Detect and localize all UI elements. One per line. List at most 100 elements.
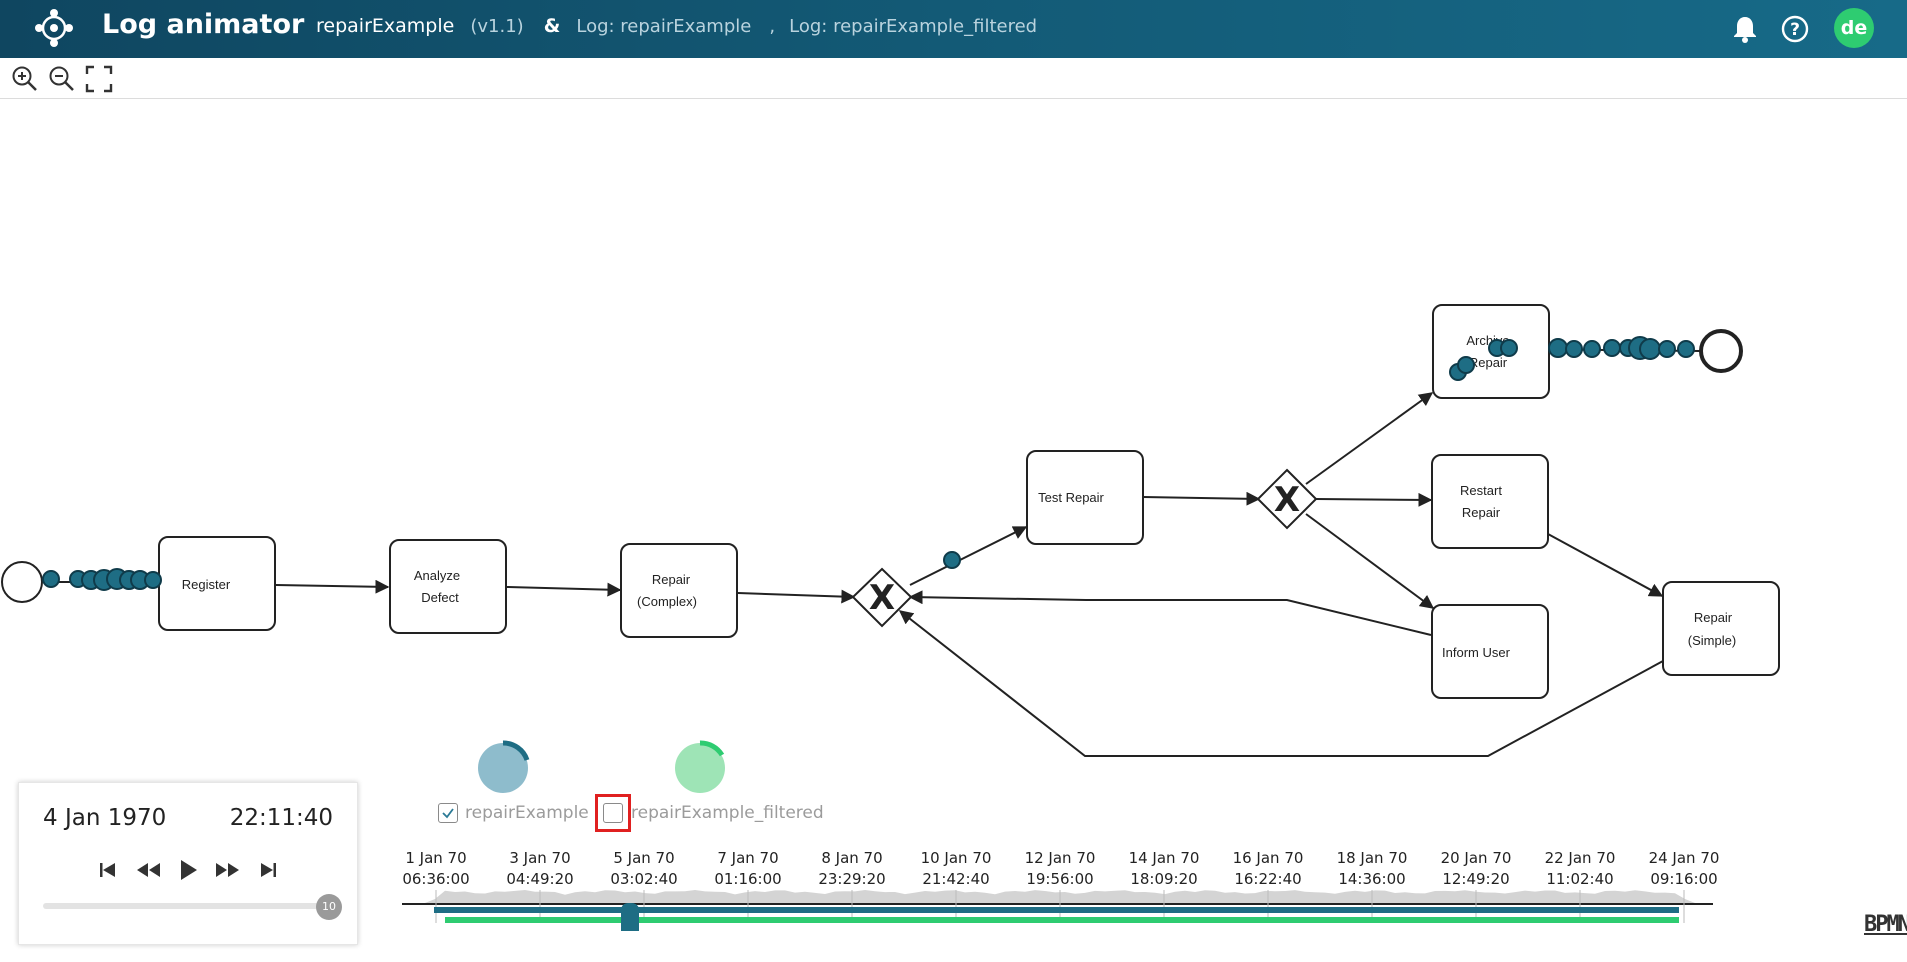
timeline-log-bar-repairexample-filtered (445, 917, 1679, 923)
app-header: Log animator repairExample (v1.1) & Log:… (0, 0, 1907, 58)
flow-inform-gateway1 (908, 590, 1432, 636)
log-label-repairexample: repairExample (465, 803, 589, 823)
task-label: Analyze (414, 568, 460, 583)
task-label: (Simple) (1688, 633, 1736, 648)
ampersand: & (543, 15, 561, 37)
flow-gateway1-testrepair (909, 526, 1028, 586)
flow-gateway2-inform (1305, 513, 1435, 609)
task-inform-user[interactable]: Inform User (1431, 604, 1549, 699)
log-progress-circle-2 (675, 740, 725, 793)
token (1457, 356, 1475, 374)
help-icon[interactable]: ? (1778, 12, 1812, 46)
timeline-tick-time: 04:49:20 (506, 870, 573, 888)
timeline-tick-time: 21:42:40 (922, 870, 989, 888)
flow-analyze-repaircomplex (506, 582, 622, 597)
current-date: 4 Jan 1970 (43, 805, 167, 831)
task-repair-complex[interactable]: Repair (Complex) (620, 543, 738, 638)
bpmn-diagram[interactable]: Register Analyze Defect Repair (Complex)… (0, 99, 1907, 769)
task-test-repair[interactable]: Test Repair (1026, 450, 1144, 545)
timeline-log-bar-repairexample (434, 907, 1679, 913)
log-separator: , (769, 16, 776, 37)
timeline-tick-time: 18:09:20 (1130, 870, 1197, 888)
task-restart-repair[interactable]: Restart Repair (1431, 454, 1549, 549)
task-label: Test Repair (1038, 490, 1104, 505)
timeline-tick-date: 24 Jan 70 (1649, 849, 1720, 867)
timeline-tick-date: 14 Jan 70 (1129, 849, 1200, 867)
gateway-symbol: X (1274, 480, 1300, 520)
token (1500, 339, 1518, 357)
log-checkbox-repairexample[interactable] (438, 803, 458, 823)
svg-text:?: ? (1790, 20, 1800, 40)
timeline-tick-time: 23:29:20 (818, 870, 885, 888)
token (1565, 340, 1583, 358)
skip-start-icon[interactable] (93, 855, 123, 885)
token (1639, 338, 1661, 360)
fit-screen-icon[interactable] (84, 64, 114, 94)
zoom-in-icon[interactable] (10, 64, 40, 94)
log-checkbox-repairexample-filtered[interactable] (603, 803, 623, 823)
play-icon[interactable] (173, 855, 203, 885)
token (144, 571, 162, 589)
timeline-tick-date: 5 Jan 70 (613, 849, 674, 867)
task-label: Repair (1462, 505, 1501, 520)
task-analyze-defect[interactable]: Analyze Defect (389, 539, 507, 634)
model-name: repairExample (316, 15, 455, 37)
token (1603, 339, 1621, 357)
timeline-tick-time: 19:56:00 (1026, 870, 1093, 888)
timeline-tick-time: 06:36:00 (402, 870, 469, 888)
toolbar (0, 58, 1907, 99)
token (1677, 340, 1695, 358)
token (943, 551, 961, 569)
timeline-tick-date: 10 Jan 70 (921, 849, 992, 867)
timeline-tick-time: 09:16:00 (1650, 870, 1717, 888)
log-label-repairexample-filtered: repairExample_filtered (631, 803, 824, 823)
timeline-activity-area (402, 890, 1713, 904)
speed-slider-track[interactable] (43, 903, 323, 909)
model-version: (v1.1) (470, 16, 524, 37)
speed-slider-knob[interactable]: 10 (316, 894, 342, 920)
playback-panel: 4 Jan 1970 22:11:40 10 (18, 782, 358, 945)
timeline-tick-time: 14:36:00 (1338, 870, 1405, 888)
start-event[interactable] (1, 561, 43, 603)
zoom-out-icon[interactable] (47, 64, 77, 94)
task-label: Defect (421, 590, 459, 605)
app-title: Log animator (102, 9, 305, 40)
timeline-tick-date: 7 Jan 70 (717, 849, 778, 867)
timeline-tick-date: 18 Jan 70 (1337, 849, 1408, 867)
timeline-tick-date: 20 Jan 70 (1441, 849, 1512, 867)
flow-register-analyze (275, 579, 390, 594)
timeline-cursor[interactable] (621, 903, 639, 931)
token (1548, 338, 1568, 358)
breadcrumb: repairExample (v1.1) & Log: repairExampl… (316, 15, 1037, 37)
flow-repairsimple-gateway1 (898, 610, 1664, 757)
timeline-tick-time: 11:02:40 (1546, 870, 1613, 888)
task-label: Inform User (1442, 645, 1511, 660)
bell-icon[interactable] (1728, 12, 1762, 46)
highlight-box (595, 794, 631, 832)
flow-gateway2-restart (1315, 492, 1433, 507)
exclusive-gateway-1[interactable]: X (851, 567, 913, 628)
flow-repaircomplex-gateway1 (737, 589, 856, 604)
timeline-tick-date: 1 Jan 70 (405, 849, 466, 867)
task-register[interactable]: Register (158, 536, 276, 631)
gateway-symbol: X (869, 578, 895, 618)
fast-forward-icon[interactable] (213, 855, 243, 885)
rewind-icon[interactable] (133, 855, 163, 885)
end-event[interactable] (1699, 329, 1743, 373)
task-repair-simple[interactable]: Repair (Simple) (1662, 581, 1780, 676)
exclusive-gateway-2[interactable]: X (1256, 468, 1318, 530)
flow-gateway2-archive (1305, 392, 1434, 485)
skip-end-icon[interactable] (253, 855, 283, 885)
bpmn-io-logo[interactable]: BPMN.io (1864, 912, 1907, 937)
log-progress-circle-1 (478, 740, 530, 793)
animation-tokens (42, 336, 1695, 591)
timeline-tick-date: 12 Jan 70 (1025, 849, 1096, 867)
flow-restart-repairsimple (1547, 533, 1664, 597)
timeline-tick-date: 8 Jan 70 (821, 849, 882, 867)
task-label: Register (182, 577, 231, 592)
app-logo-icon[interactable] (34, 8, 74, 48)
timeline-tick-time: 03:02:40 (610, 870, 677, 888)
log-name-2: Log: repairExample_filtered (789, 16, 1038, 37)
avatar[interactable]: de (1834, 8, 1874, 48)
